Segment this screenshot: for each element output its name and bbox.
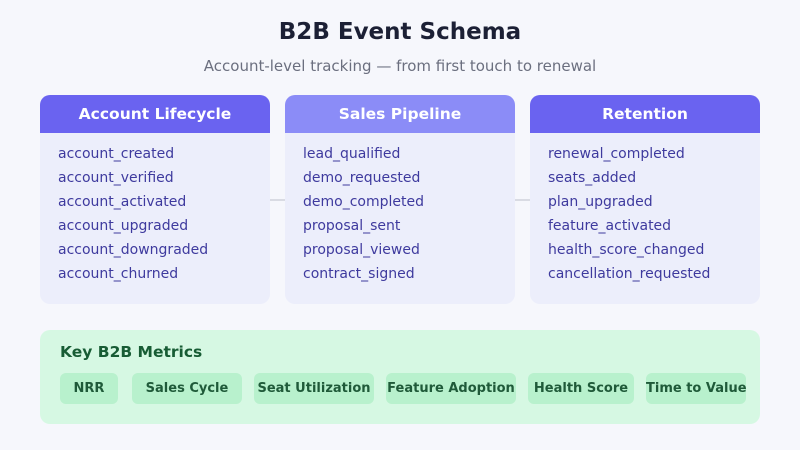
metric-pill-sales-cycle: Sales Cycle [132, 373, 242, 404]
retention-header: Retention [530, 95, 760, 133]
metric-pill-seat-utilization: Seat Utilization [254, 373, 374, 404]
retention-card: Retention renewal_completed seats_added … [530, 95, 760, 304]
event-item: contract_signed [303, 266, 415, 282]
sales-pipeline-card: Sales Pipeline lead_qualified demo_reque… [285, 95, 515, 304]
event-item: account_upgraded [58, 218, 189, 234]
event-item: account_verified [58, 170, 174, 186]
metric-pill-nrr: NRR [60, 373, 118, 404]
event-item: health_score_changed [548, 242, 705, 258]
event-item: demo_requested [303, 170, 421, 186]
key-metrics-title: Key B2B Metrics [60, 343, 203, 361]
event-item: proposal_sent [303, 218, 401, 234]
connector-line [270, 199, 285, 201]
account-lifecycle-card: Account Lifecycle account_created accoun… [40, 95, 270, 304]
sales-pipeline-header: Sales Pipeline [285, 95, 515, 133]
diagram-subtitle: Account-level tracking — from first touc… [203, 57, 597, 75]
metric-pill-time-to-value: Time to Value [646, 373, 747, 404]
event-item: lead_qualified [303, 146, 401, 162]
event-item: demo_completed [303, 194, 424, 210]
key-metrics-panel: Key B2B Metrics NRR Sales Cycle Seat Uti… [40, 330, 760, 424]
account-lifecycle-header: Account Lifecycle [40, 95, 270, 133]
diagram-title: B2B Event Schema [278, 19, 522, 45]
event-item: account_created [58, 146, 175, 162]
event-item: plan_upgraded [548, 194, 653, 210]
connector-line [515, 199, 530, 201]
event-item: seats_added [548, 170, 637, 186]
event-item: feature_activated [548, 218, 672, 234]
account-lifecycle-event-list: account_created account_verified account… [40, 133, 270, 286]
event-item: cancellation_requested [548, 266, 711, 282]
event-item: proposal_viewed [303, 242, 420, 258]
event-item: account_downgraded [58, 242, 209, 258]
event-item: account_churned [58, 266, 179, 282]
metric-pill-health-score: Health Score [528, 373, 634, 404]
metric-pill-feature-adoption: Feature Adoption [386, 373, 516, 404]
event-item: renewal_completed [548, 146, 685, 162]
retention-event-list: renewal_completed seats_added plan_upgra… [530, 133, 760, 286]
event-item: account_activated [58, 194, 187, 210]
sales-pipeline-event-list: lead_qualified demo_requested demo_compl… [285, 133, 515, 286]
